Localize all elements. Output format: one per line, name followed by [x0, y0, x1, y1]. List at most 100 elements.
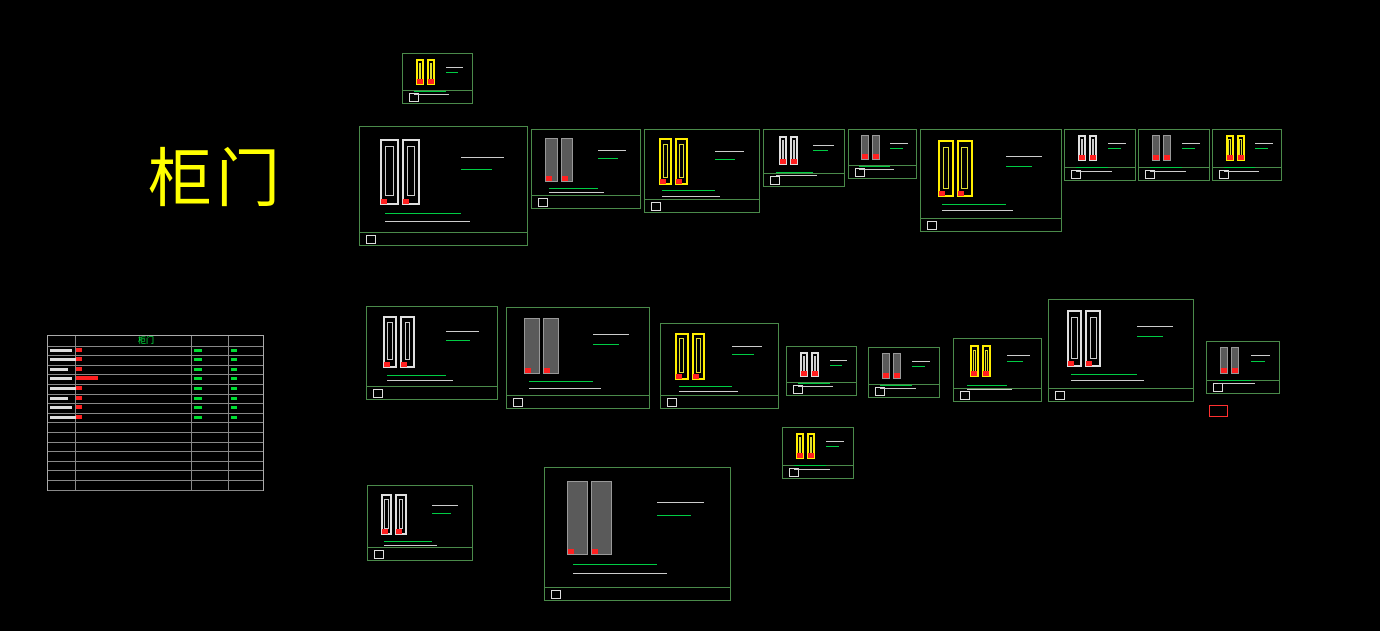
annotation-line [1251, 360, 1265, 362]
table-row [48, 345, 263, 347]
drawing-sheet[interactable] [953, 338, 1042, 402]
table-row [48, 470, 263, 472]
title-block [360, 232, 527, 245]
door-elevation [1151, 135, 1160, 162]
annotation-line [593, 343, 620, 345]
drawing-sheet[interactable] [786, 346, 857, 396]
annotation-line [598, 158, 618, 159]
dimension-marker [873, 154, 880, 159]
drawing-sheet[interactable] [644, 129, 760, 213]
door-elevation [892, 353, 901, 379]
table-cell [231, 367, 237, 371]
detail-line [528, 387, 601, 389]
detail-line [1006, 155, 1042, 157]
door-elevation [956, 140, 973, 197]
detail-line [385, 220, 470, 222]
dimension-marker [790, 158, 797, 164]
drawing-sheet[interactable] [848, 129, 917, 179]
detail-line [793, 468, 830, 470]
door-elevation [542, 318, 559, 375]
dimension-marker [401, 362, 408, 368]
door-elevation [401, 139, 421, 205]
annotation-line [431, 512, 451, 514]
table-row [48, 355, 263, 357]
schedule-table[interactable]: 柜门 [47, 335, 264, 491]
detail-line [912, 360, 931, 362]
drawing-sheet[interactable] [1212, 129, 1282, 181]
table-cell-marker [76, 405, 82, 410]
dimension-marker [659, 178, 666, 184]
drawing-sheet[interactable] [402, 53, 473, 104]
table-cell [50, 406, 72, 410]
dimension-marker [800, 371, 807, 376]
door-elevation [1231, 347, 1240, 374]
drawing-sheet[interactable] [1206, 341, 1280, 394]
annotation-line [445, 71, 459, 73]
drawing-sheet[interactable] [1048, 299, 1194, 402]
annotation-line [714, 159, 736, 161]
detail-line [445, 66, 464, 68]
detail-line [1136, 325, 1174, 327]
drawing-sheet[interactable] [359, 126, 528, 246]
dimension-marker [525, 368, 532, 374]
annotation-line [967, 385, 1008, 387]
detail-line [967, 388, 1012, 390]
drawing-sheet[interactable] [506, 307, 650, 409]
detail-line [431, 505, 459, 506]
table-row [48, 460, 263, 462]
detail-line [446, 330, 480, 332]
dimension-marker [675, 178, 682, 184]
door-elevation [872, 135, 881, 160]
table-row [48, 374, 263, 376]
drawing-title: 柜门 [148, 143, 284, 217]
door-elevation [380, 493, 393, 536]
detail-line [383, 545, 437, 547]
annotation-line [793, 465, 827, 467]
door-elevation [382, 316, 398, 369]
detail-line [890, 142, 908, 144]
annotation-line [1007, 361, 1024, 363]
annotation-line [776, 171, 814, 173]
table-row [48, 451, 263, 453]
dimension-marker [893, 372, 900, 378]
dimension-marker [402, 199, 409, 204]
table-cell [194, 387, 202, 390]
table-cell [231, 358, 237, 362]
table-cell [50, 415, 76, 419]
table-cell-marker [76, 414, 82, 419]
annotation-line [1070, 374, 1137, 376]
dimension-marker [882, 372, 889, 378]
drawing-sheet[interactable] [763, 129, 845, 187]
drawing-sheet[interactable] [367, 485, 473, 561]
drawing-sheet[interactable] [366, 306, 498, 400]
table-cell [194, 367, 202, 371]
door-elevation [1162, 135, 1171, 162]
detail-line [598, 150, 626, 151]
table-cell [194, 406, 202, 410]
drawing-sheet[interactable] [531, 129, 641, 209]
detail-line [461, 157, 504, 158]
table-row [48, 422, 263, 424]
table-cell-marker [76, 347, 82, 352]
dimension-marker [779, 158, 786, 164]
annotation-line [386, 374, 447, 376]
drawing-sheet[interactable] [1138, 129, 1210, 181]
dimension-marker [1086, 360, 1093, 366]
title-block [849, 165, 916, 178]
detail-line [1255, 143, 1273, 144]
drawing-sheet[interactable] [782, 427, 854, 479]
drawing-sheet[interactable] [868, 347, 940, 398]
dimension-marker [592, 549, 599, 555]
drawing-sheet[interactable] [920, 129, 1062, 232]
table-row [48, 403, 263, 405]
dimension-marker [427, 78, 434, 84]
detail-line [813, 144, 834, 146]
dimension-marker [1237, 155, 1244, 161]
drawing-sheet[interactable] [660, 323, 779, 409]
drawing-sheet[interactable] [1064, 129, 1136, 181]
selection-marker[interactable] [1209, 405, 1228, 417]
table-row [48, 432, 263, 433]
title-block [368, 547, 472, 560]
drawing-sheet[interactable] [544, 467, 731, 601]
detail-line [1223, 170, 1259, 172]
